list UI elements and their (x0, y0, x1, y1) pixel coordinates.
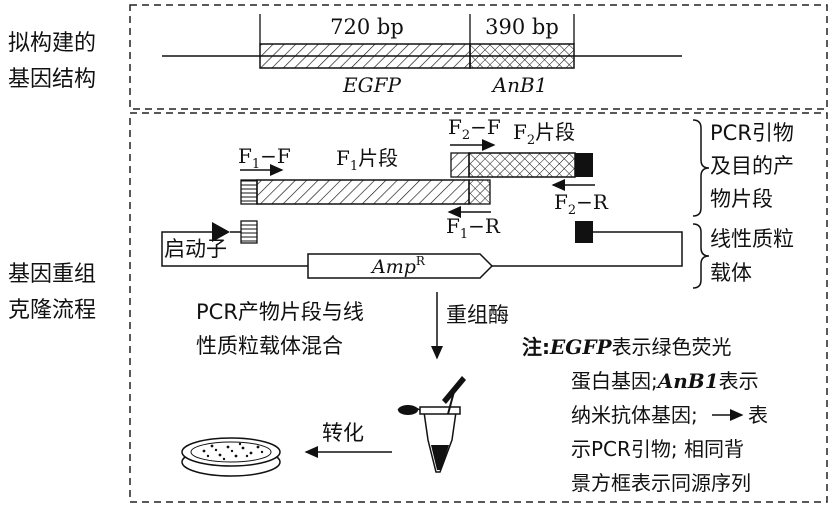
mix-line2: 性质粒载体混合 (196, 334, 343, 358)
row2-label-line1: 基因重组 (8, 262, 96, 287)
mix-line1: PCR产物片段与线 (196, 300, 364, 324)
vector-homology-right (575, 221, 593, 243)
transform-label: 转化 (322, 421, 364, 445)
row1-label-line1: 拟构建的 (8, 31, 96, 56)
f1-egfp-region (256, 179, 470, 205)
primer-f2-r-label: F2−R (554, 190, 609, 218)
egfp-block (259, 43, 471, 69)
primer-f2-f-label: F2−F (448, 115, 501, 143)
brace-pcr-line2: 及目的产 (710, 154, 794, 178)
row1-label-line2: 基因结构 (8, 67, 96, 92)
enzyme-label: 重组酶 (446, 303, 509, 327)
brace-vector-line1: 线性质粒 (710, 227, 794, 251)
brace-pcr (692, 119, 710, 217)
f2-homology-right (575, 153, 593, 177)
row2-label-line2: 克隆流程 (8, 298, 96, 323)
brace-pcr-line3: 物片段 (710, 187, 773, 211)
vector-homology-left (240, 220, 258, 244)
anb1-block (469, 43, 575, 69)
anb1-length: 390 bp (485, 15, 559, 39)
f2-homology-left (450, 152, 470, 178)
ampr-gene (307, 253, 494, 279)
f2-anb1-region (468, 152, 576, 178)
note-line1: 注:EGFP表示绿色荧光 (522, 335, 732, 359)
egfp-name: EGFP (342, 73, 401, 97)
fragment-f1-label: F1片段 (336, 146, 398, 174)
ampr-label: AmpR (370, 254, 426, 278)
pipette-icon (442, 376, 466, 415)
note-line5: 景方框表示同源序列 (571, 471, 751, 495)
egfp-length: 720 bp (330, 15, 404, 39)
brace-pcr-line1: PCR引物 (710, 121, 794, 145)
fragment-f2-label: F2片段 (513, 120, 575, 148)
note-line2: 蛋白基因;AnB1表示 (571, 369, 759, 393)
tube-icon (397, 405, 461, 473)
primer-f1-r-label: F1−R (446, 214, 501, 242)
primer-f1-f-label: F1−F (238, 144, 291, 172)
brace-vector-line2: 载体 (710, 261, 752, 285)
note-line4: 示PCR引物; 相同背 (571, 437, 744, 461)
petri-dish-icon (181, 437, 281, 477)
f1-homology-right (468, 179, 491, 205)
brace-vector (692, 223, 710, 289)
process-box (129, 112, 828, 503)
note-line3: 纳米抗体基因; (571, 403, 698, 427)
promoter-arrow (212, 222, 230, 242)
structure-box (129, 4, 828, 110)
note: 注:EGFP表示绿色荧光 蛋白基因;AnB1表示 纳米抗体基因; 表 示PCR引… (522, 335, 768, 495)
anb1-name: AnB1 (491, 73, 548, 97)
f1-homology-left (240, 179, 258, 205)
promoter-label: 启动子 (164, 237, 227, 261)
note-line3-end: 表 (748, 403, 768, 427)
